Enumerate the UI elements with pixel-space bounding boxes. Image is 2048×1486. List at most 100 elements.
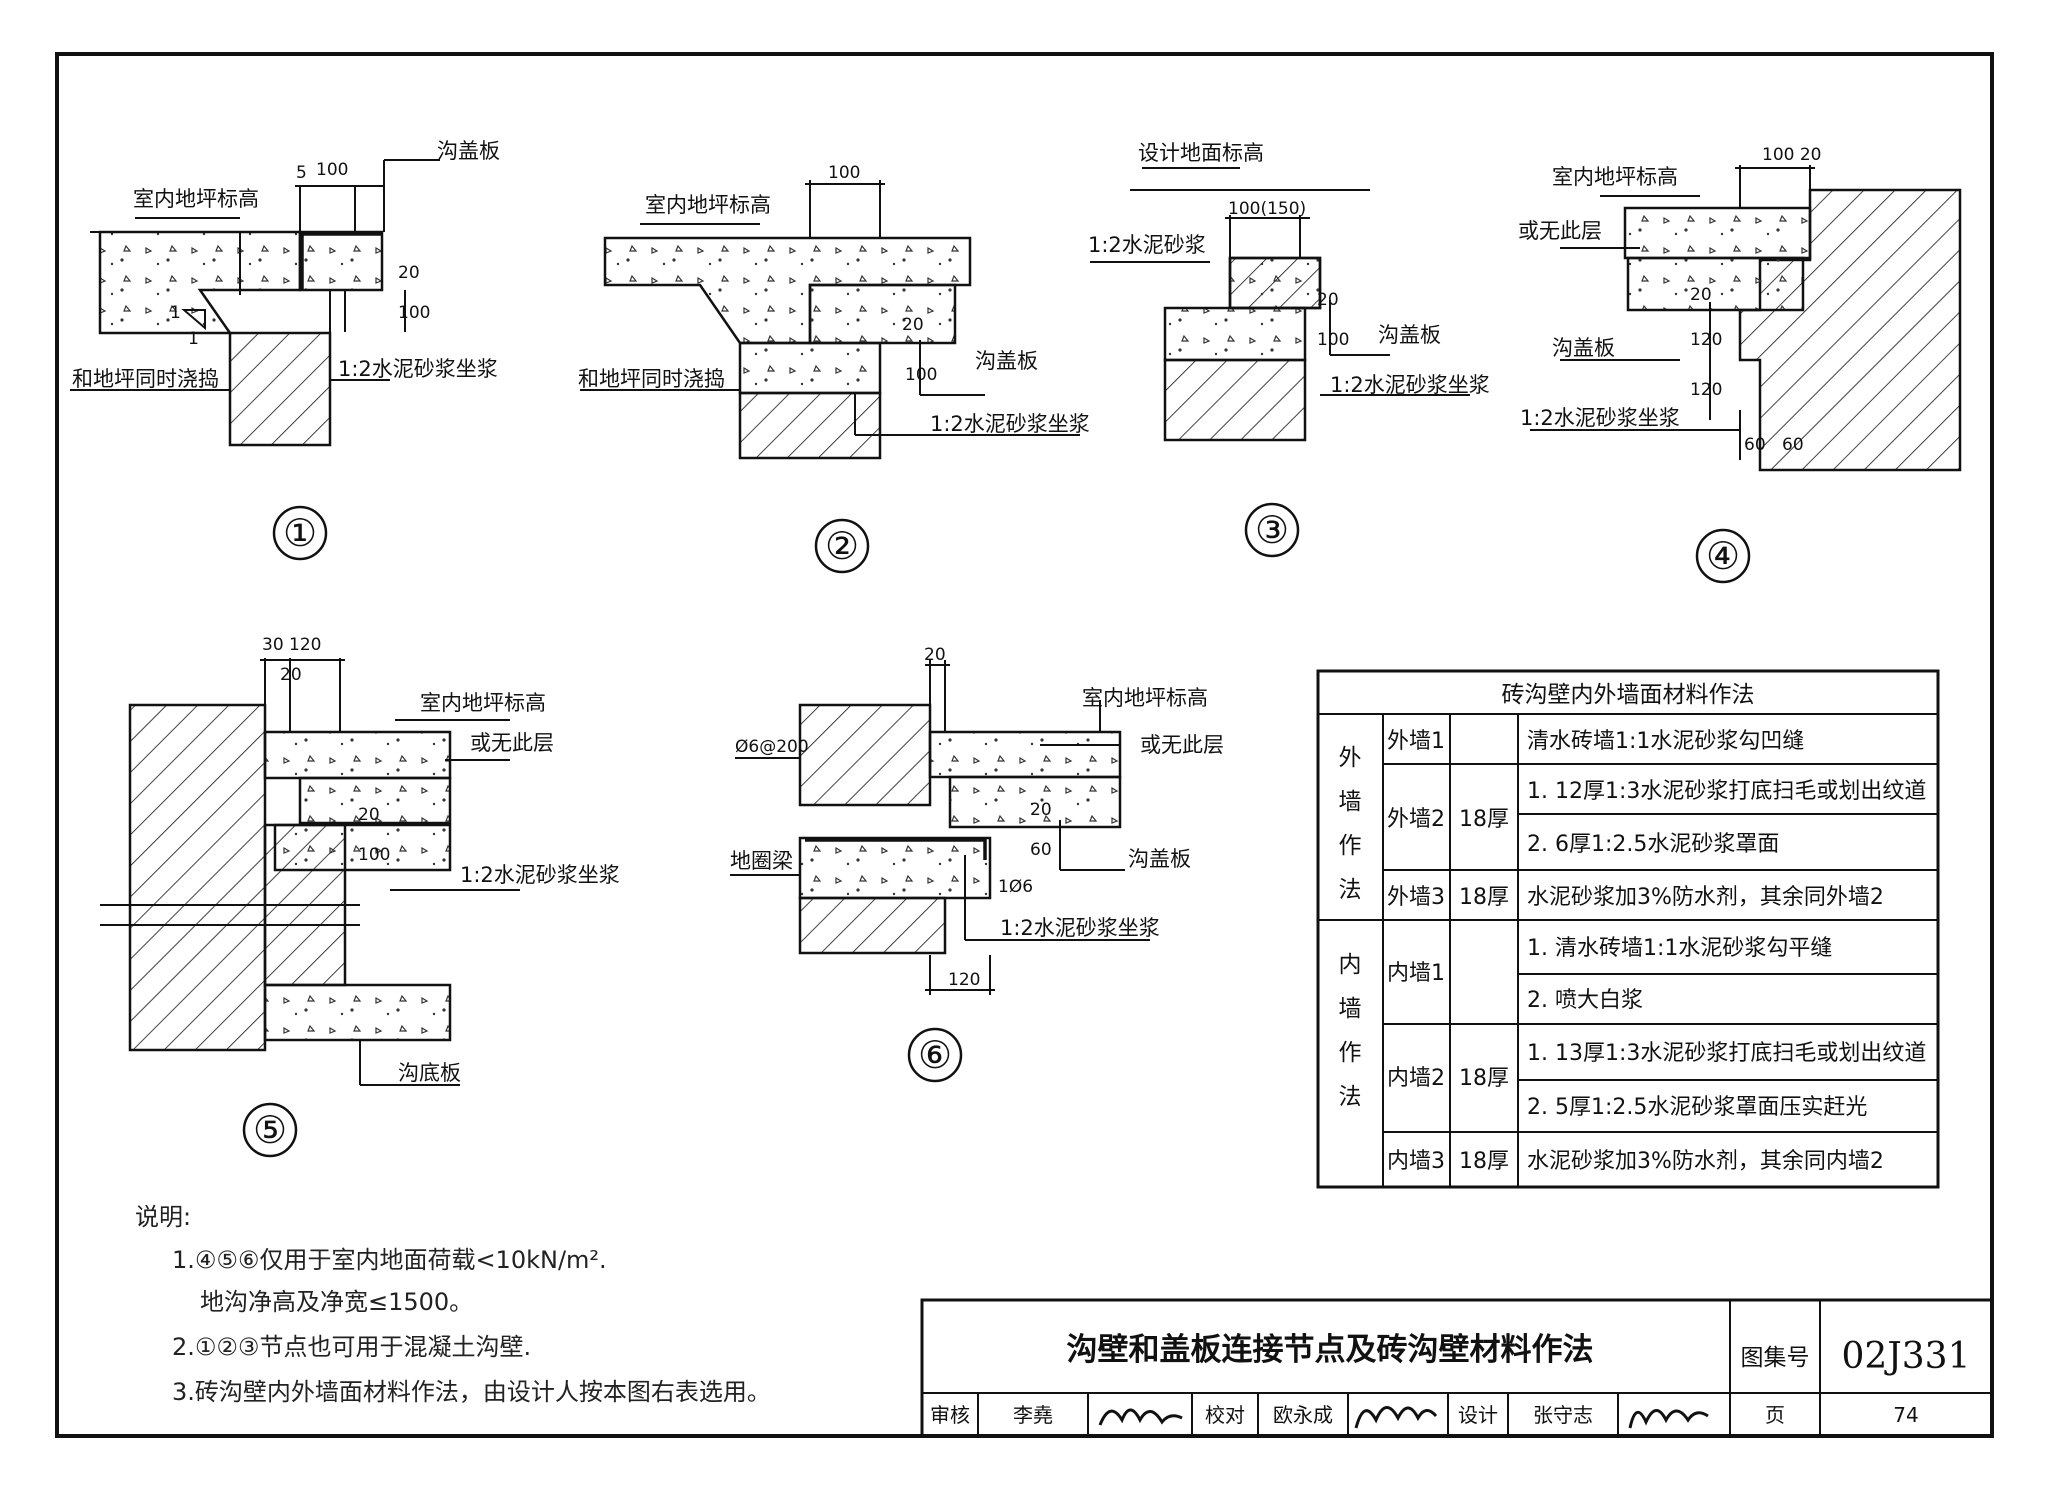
d6-beam-label: 地圈梁: [730, 849, 793, 873]
notes-line1b: 地沟净高及净宽≤1500。: [200, 1288, 473, 1316]
d5-nolayer-label: 或无此层: [470, 731, 554, 755]
d1-slope-1a: 1: [170, 303, 181, 323]
d5-dim-20a: 20: [280, 665, 302, 685]
d3-dim-top: 100(150): [1228, 199, 1306, 219]
d6-dim-60: 60: [1030, 840, 1052, 860]
atlas-code: 02J331: [1842, 1336, 1971, 1377]
outer-group-label: 外墙作法: [1339, 745, 1362, 903]
row-outer1-step1: 清水砖墙1:1水泥砂浆勾凹缝: [1527, 729, 1804, 754]
row-name-inner1: 内墙1: [1387, 961, 1445, 986]
d3-mortar-label: 1:2水泥砂浆坐浆: [1330, 373, 1490, 397]
notes-line3: 3.砖沟壁内外墙面材料作法，由设计人按本图右表选用。: [172, 1378, 771, 1406]
detail-3: 设计地面标高 1:2水泥砂浆 沟盖板 1:2水泥砂浆坐浆 100(150) 20…: [1088, 141, 1490, 558]
d4-number: ④: [1706, 534, 1740, 578]
title-block: 沟壁和盖板连接节点及砖沟壁材料作法 图集号 02J331 审核 李堯 校对 欧永…: [920, 1298, 1994, 1438]
row-thick-inner3: 18厚: [1459, 1149, 1509, 1174]
d1-pour-label: 和地坪同时浇捣: [72, 367, 219, 391]
d6-nolayer-label: 或无此层: [1140, 733, 1224, 757]
d3-dim-20: 20: [1317, 290, 1339, 310]
d2-cover-label: 沟盖板: [975, 349, 1038, 373]
d6-dim-20top: 20: [924, 645, 946, 665]
inner-group-label: 内墙作法: [1339, 952, 1362, 1110]
row-outer3-step1: 水泥砂浆加3%防水剂，其余同外墙2: [1527, 885, 1884, 910]
d3-ground-label: 设计地面标高: [1138, 141, 1264, 165]
d4-floor-label: 室内地坪标高: [1552, 165, 1678, 189]
d5-mortar-label: 1:2水泥砂浆坐浆: [460, 863, 620, 887]
d4-dim-60a: 60: [1744, 435, 1766, 455]
d5-number: ⑤: [253, 1108, 287, 1152]
checker-name: 欧永成: [1273, 1403, 1333, 1427]
d2-number: ②: [825, 524, 859, 568]
d1-dim-20: 20: [398, 263, 420, 283]
d6-dim-20: 20: [1030, 800, 1052, 820]
d4-dim-60b: 60: [1782, 435, 1804, 455]
row-outer2-step2: 2. 6厚1:2.5水泥砂浆罩面: [1527, 832, 1779, 857]
reviewer-signature: [1098, 1408, 1183, 1426]
row-thick-outer3: 18厚: [1459, 885, 1509, 910]
notes-line1: 1.④⑤⑥仅用于室内地面荷载<10kN/m².: [172, 1246, 607, 1274]
row-inner2-step2: 2. 5厚1:2.5水泥砂浆罩面压实赶光: [1527, 1095, 1867, 1120]
d5-floor-label: 室内地坪标高: [420, 691, 546, 715]
d4-cover-label: 沟盖板: [1552, 336, 1615, 360]
d1-slope-1b: 1: [188, 329, 199, 349]
checker-signature: [1354, 1406, 1438, 1429]
row-name-inner3: 内墙3: [1387, 1149, 1445, 1174]
row-thick-inner2: 18厚: [1459, 1066, 1509, 1091]
row-inner3-step1: 水泥砂浆加3%防水剂，其余同内墙2: [1527, 1149, 1884, 1174]
row-name-inner2: 内墙2: [1387, 1066, 1445, 1091]
row-inner2-step1: 1. 13厚1:3水泥砂浆打底扫毛或划出纹道: [1527, 1041, 1926, 1066]
d4-dim-120a: 120: [1690, 330, 1722, 350]
d1-dim-100: 100: [316, 160, 348, 180]
d1-number: ①: [283, 511, 317, 555]
d6-rebar2-label: 1Ø6: [998, 877, 1033, 897]
d5-dim-top: 30 120: [262, 635, 321, 655]
d2-dim-100b: 100: [905, 365, 937, 385]
d6-rebar-label: Ø6@200: [735, 737, 809, 757]
d4-nolayer-label: 或无此层: [1518, 219, 1602, 243]
check-label: 校对: [1205, 1403, 1245, 1427]
page-number: 74: [1893, 1403, 1918, 1427]
d6-number: ⑥: [918, 1033, 952, 1077]
notes-heading: 说明:: [135, 1203, 191, 1231]
row-thick-outer2: 18厚: [1459, 807, 1509, 832]
d4-dim-top: 100 20: [1762, 145, 1821, 165]
row-name-outer2: 外墙2: [1387, 807, 1445, 832]
d2-dim-20: 20: [902, 315, 924, 335]
atlas-label: 图集号: [1741, 1345, 1810, 1371]
d4-dim-20: 20: [1690, 285, 1712, 305]
d3-number: ③: [1255, 508, 1289, 552]
row-name-outer1: 外墙1: [1387, 729, 1445, 754]
materials-table: 砖沟壁内外墙面材料作法 外墙作法 内墙作法 外墙1 清水砖墙1:1水泥砂浆勾凹缝…: [1316, 669, 1940, 1189]
d5-dim-20b: 20: [358, 805, 380, 825]
row-name-outer3: 外墙3: [1387, 885, 1445, 910]
d3-cover-label: 沟盖板: [1378, 323, 1441, 347]
notes-line2: 2.①②③节点也可用于混凝土沟壁.: [172, 1333, 531, 1361]
d2-dim-100: 100: [828, 163, 860, 183]
d6-floor-label: 室内地坪标高: [1082, 686, 1208, 710]
review-label: 审核: [930, 1403, 970, 1427]
row-outer2-step1: 1. 12厚1:3水泥砂浆打底扫毛或划出纹道: [1527, 779, 1926, 804]
detail-1: 室内地坪标高 沟盖板 和地坪同时浇捣 1:2水泥砂浆坐浆 5 100 20 10…: [70, 139, 500, 561]
d2-floor-label: 室内地坪标高: [645, 193, 771, 217]
d1-dim-100b: 100: [398, 303, 430, 323]
page-label: 页: [1765, 1403, 1785, 1427]
d2-pour-label: 和地坪同时浇捣: [578, 367, 725, 391]
d6-dim-120: 120: [948, 970, 980, 990]
d1-dim-5: 5: [296, 163, 307, 183]
d2-mortar-label: 1:2水泥砂浆坐浆: [930, 412, 1090, 436]
d4-dim-120b: 120: [1690, 380, 1722, 400]
d4-mortar-label: 1:2水泥砂浆坐浆: [1520, 406, 1680, 430]
table-title: 砖沟壁内外墙面材料作法: [1502, 682, 1755, 708]
row-inner1-step2: 2. 喷大白浆: [1527, 988, 1643, 1013]
d6-cover-label: 沟盖板: [1128, 847, 1191, 871]
designer-signature: [1628, 1409, 1709, 1429]
d1-floor-label: 室内地坪标高: [133, 187, 259, 211]
d5-dim-100: 100: [358, 845, 390, 865]
d1-cover-label: 沟盖板: [437, 139, 500, 163]
notes: 说明: 1.④⑤⑥仅用于室内地面荷载<10kN/m². 地沟净高及净宽≤1500…: [135, 1203, 771, 1406]
detail-5: 室内地坪标高 或无此层 1:2水泥砂浆坐浆 沟底板 30 120 20 20 1…: [100, 635, 620, 1158]
drawing-title: 沟壁和盖板连接节点及砖沟壁材料作法: [1067, 1332, 1594, 1368]
row-inner1-step1: 1. 清水砖墙1:1水泥砂浆勾平缝: [1527, 936, 1832, 961]
d5-bottom-label: 沟底板: [398, 1061, 461, 1085]
designer-name: 张守志: [1533, 1403, 1593, 1427]
